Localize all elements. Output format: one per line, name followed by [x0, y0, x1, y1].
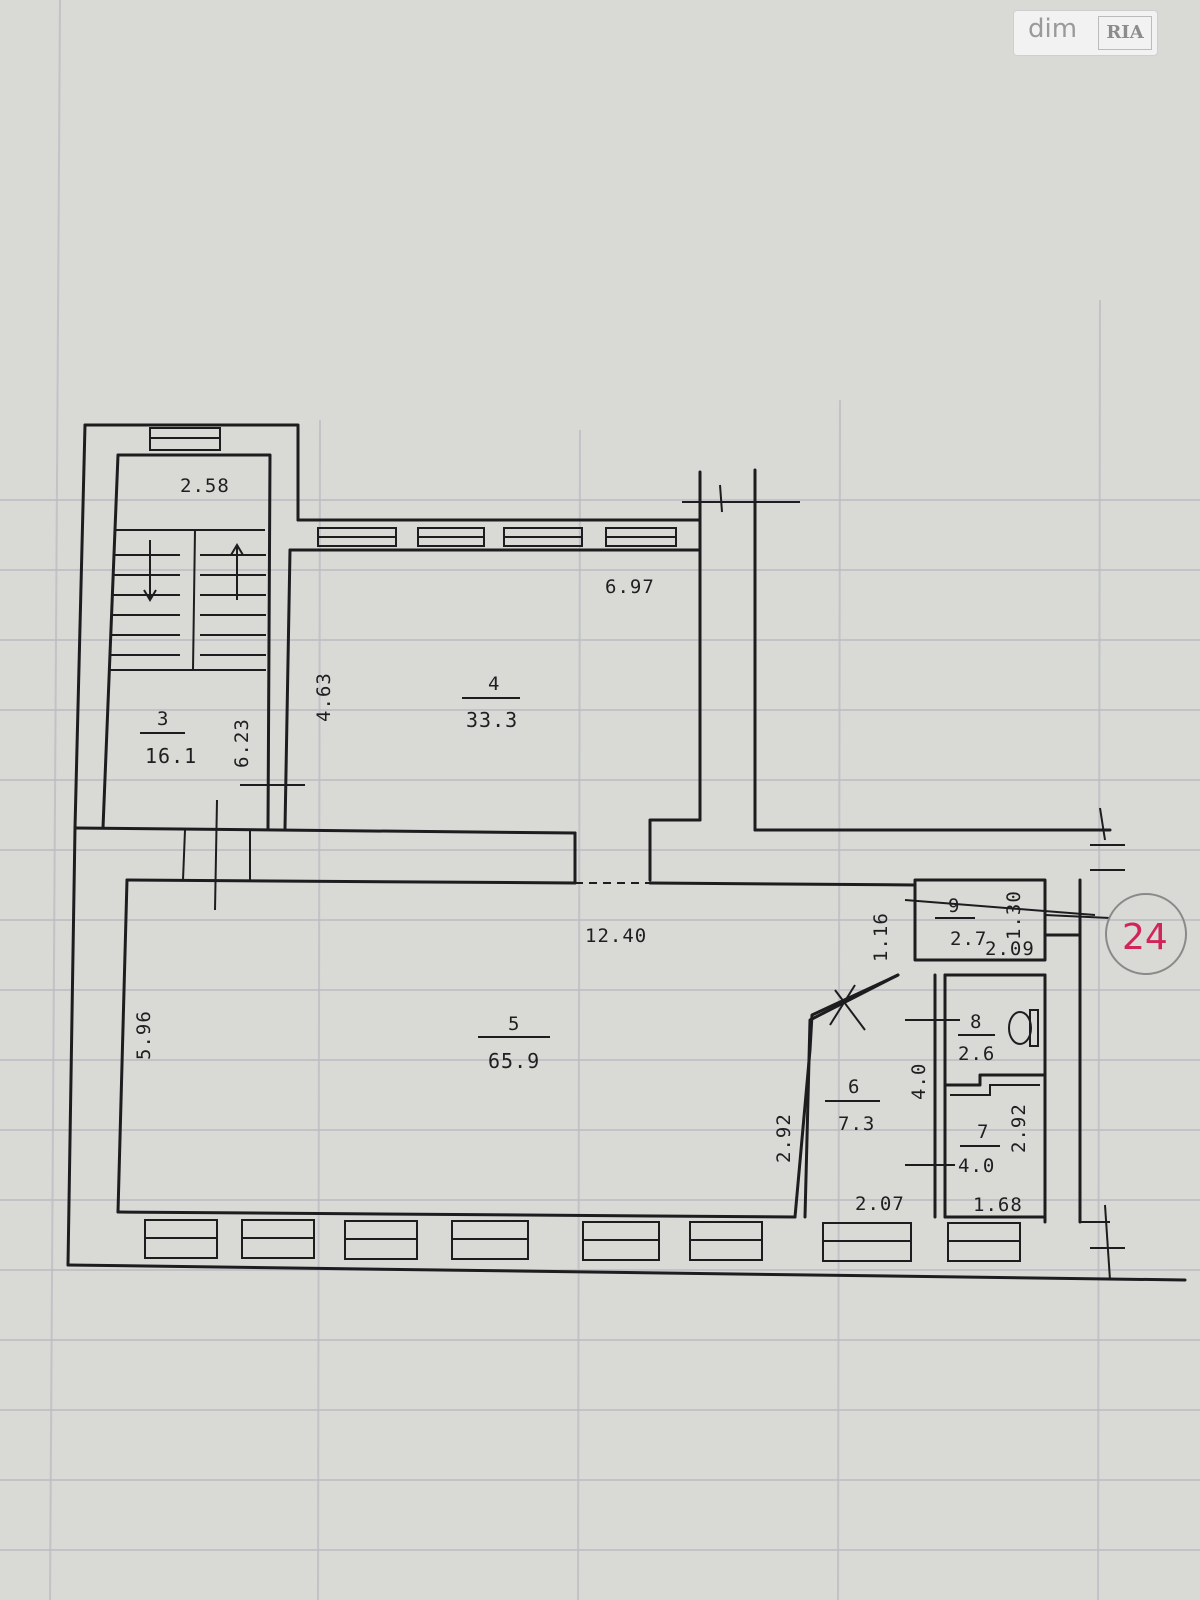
room-5-area: 65.9 [488, 1049, 540, 1073]
watermark-logo: RIA [1098, 16, 1152, 50]
room-labels: 3 16.1 4 33.3 5 65.9 6 7.3 7 4.0 8 2.6 9… [140, 673, 1000, 1177]
dim-room6-width: 2.07 [855, 1193, 905, 1215]
room-4-number: 4 [488, 673, 500, 695]
room-3-number: 3 [157, 708, 169, 730]
stair-block [73, 423, 312, 830]
room-7-area: 4.0 [958, 1155, 995, 1177]
room-8-area: 2.6 [958, 1043, 995, 1065]
dim-room6-length: 2.92 [773, 1113, 795, 1163]
room-6-number: 6 [848, 1076, 860, 1098]
dim-stair-width: 2.58 [180, 475, 230, 497]
room-9-area: 2.7 [950, 928, 987, 950]
corridor-walls [73, 784, 917, 911]
sheet-number-stamp: 24 [1044, 893, 1187, 975]
room-7-number: 7 [977, 1121, 989, 1143]
room-3-area: 16.1 [145, 744, 197, 768]
dim-room7-length: 2.92 [1008, 1103, 1030, 1153]
dim-room9-c: 2.09 [985, 938, 1035, 960]
watermark-brand: dim [1028, 14, 1078, 44]
dim-room3-length: 6.23 [231, 718, 253, 768]
dim-room7-width: 1.68 [973, 1194, 1023, 1216]
room-5-number: 5 [508, 1013, 520, 1035]
dim-room9-b: 1.30 [1003, 890, 1025, 940]
dim-room4-width: 6.97 [605, 576, 655, 598]
sheet-number: 24 [1122, 917, 1168, 958]
bath-cluster-walls [793, 878, 1125, 1281]
watermark-badge [1013, 10, 1158, 56]
room-9-number: 9 [948, 895, 960, 917]
dimension-labels: 2.58 6.23 6.97 4.63 12.40 5.96 1.16 1.30… [133, 475, 1035, 1216]
dim-room9-a: 1.16 [870, 912, 892, 962]
room-6-area: 7.3 [838, 1113, 875, 1135]
dim-room5-width: 12.40 [585, 925, 647, 947]
room-8-number: 8 [970, 1011, 982, 1033]
dim-room5-length: 5.96 [133, 1010, 155, 1060]
dim-room4-length: 4.63 [313, 672, 335, 722]
room-4-walls [283, 468, 1125, 882]
room-4-area: 33.3 [466, 708, 518, 732]
dim-room8-length: 4.0 [908, 1063, 930, 1100]
room-5-walls [66, 826, 1187, 1282]
